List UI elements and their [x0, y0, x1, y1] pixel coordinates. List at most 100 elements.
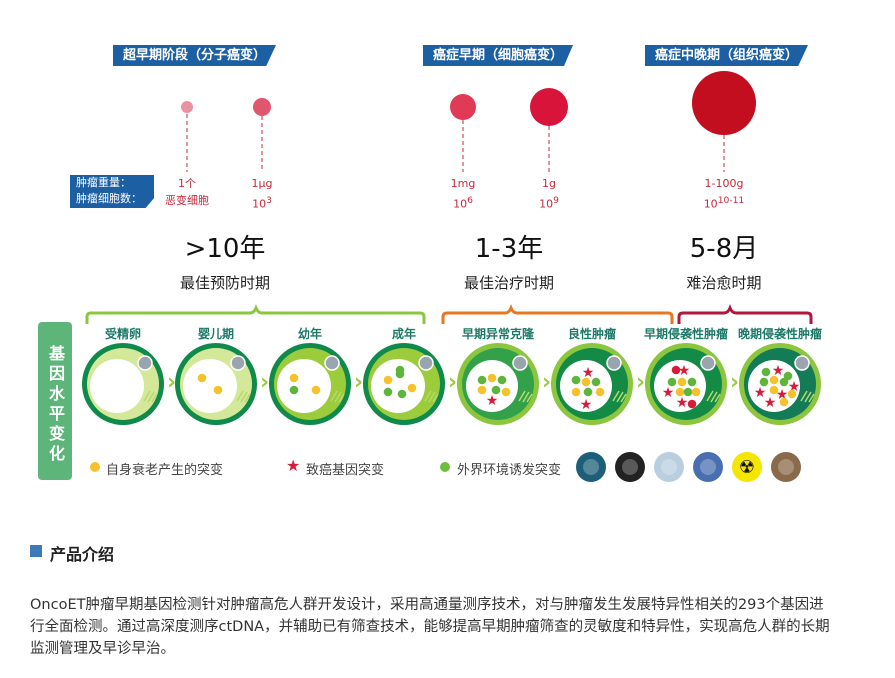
duration-early: >10年	[184, 234, 266, 264]
stage-badge-tissue: 癌症中晚期（组织癌变）	[645, 45, 809, 66]
stage-label: 早期侵袭性肿瘤	[643, 327, 728, 341]
oncogene-star: ★	[754, 385, 767, 401]
mutation-dot	[761, 367, 771, 377]
cell-diagram	[269, 343, 351, 425]
bracket-green	[85, 303, 426, 324]
nucleus	[794, 355, 810, 371]
virus-icon	[576, 452, 606, 482]
mutation-dot	[675, 387, 685, 397]
mutation-dot	[289, 385, 299, 395]
radiation-icon: ☢	[732, 452, 762, 482]
chevron-right-icon: ›	[636, 370, 646, 395]
mutation-dot	[311, 385, 321, 395]
nucleus	[606, 355, 622, 371]
mutation-dot	[383, 375, 393, 385]
section-marker	[30, 545, 42, 557]
stage-label: 成年	[391, 327, 416, 341]
tumor-dot-g	[530, 88, 568, 126]
chevron-right-icon: ›	[448, 370, 458, 395]
stage-label: 幼年	[297, 327, 322, 341]
mutation-dot	[583, 387, 593, 397]
mutation-dot	[487, 373, 497, 383]
stage-label: 受精卵	[104, 327, 141, 341]
mutation-dot	[477, 385, 487, 395]
mutation-dot	[491, 385, 501, 395]
stage-badge-molecular: 超早期阶段（分子癌变）	[113, 45, 277, 66]
cell-count-label: 肿瘤细胞数：	[76, 192, 142, 205]
mutation-dot	[683, 387, 693, 397]
nucleus	[512, 355, 528, 371]
stage-label: 早期异常克隆	[461, 327, 534, 341]
green-dot-icon	[440, 462, 450, 472]
mutation-dot	[595, 387, 605, 397]
mutation-dot	[289, 373, 299, 383]
tumor-dot-ug	[253, 98, 271, 116]
nucleus	[137, 355, 153, 371]
cell-diagram: ★★★★★	[739, 343, 821, 425]
mutation-dot	[383, 387, 393, 397]
bracket-red	[677, 303, 813, 324]
period-prevention: 最佳预防时期	[179, 274, 270, 292]
legend-oncogene: 致癌基因突变	[306, 463, 385, 478]
mutation-dot	[395, 365, 405, 375]
oncogene-star: ★	[580, 397, 593, 413]
chevron-right-icon: ›	[542, 370, 552, 395]
mutation-dot	[591, 377, 601, 387]
cigarette-icon	[615, 452, 645, 482]
chemical-lab-icon	[654, 452, 684, 482]
stage-label: 婴儿期	[197, 327, 234, 341]
cell-diagram: ★	[457, 343, 539, 425]
weight-label: 肿瘤重量：	[76, 176, 131, 189]
mutation-dot	[571, 387, 581, 397]
cell-diagram: ★★	[551, 343, 633, 425]
mutation-dot	[197, 373, 207, 383]
mutation-dot	[687, 399, 697, 409]
point-cell: 1个恶变细胞	[165, 177, 209, 207]
mutation-dot	[397, 389, 407, 399]
mutation-dot	[687, 377, 697, 387]
oncogene-star: ★	[772, 363, 785, 379]
mutation-dot	[759, 377, 769, 387]
yellow-dot-icon	[90, 462, 100, 472]
pollution-icon	[771, 452, 801, 482]
mutation-dot	[581, 377, 591, 387]
product-description: OncoET肿瘤早期基因检测针对肿瘤高危人群开发设计，采用高通量测序技术，对与肿…	[30, 597, 830, 657]
mutation-dot	[571, 375, 581, 385]
cell-diagram: ★★★	[645, 343, 727, 425]
mutation-dot	[677, 377, 687, 387]
mutation-dot	[769, 375, 779, 385]
period-hard: 难治愈时期	[686, 274, 762, 292]
cell-diagram	[175, 343, 257, 425]
stage-label: 良性肿瘤	[567, 327, 616, 341]
nucleus	[230, 355, 246, 371]
mutation-dot	[501, 387, 511, 397]
gene-level-label: 基因水平变化	[38, 322, 72, 480]
mutation-dot	[779, 397, 789, 407]
tumor-size-diagram	[85, 71, 813, 324]
cell-diagram	[363, 343, 445, 425]
stage-badge-cellular: 癌症早期（细胞癌变）	[423, 45, 574, 66]
chevron-right-icon: ›	[167, 370, 177, 395]
star-icon: ★	[286, 456, 301, 475]
pills-icon	[693, 452, 723, 482]
cell-diagram	[82, 343, 164, 425]
tumor-metric-label: 肿瘤重量： 肿瘤细胞数：	[70, 175, 154, 208]
mutation-dot	[671, 365, 681, 375]
stage-label: 晚期侵袭性肿瘤	[737, 327, 822, 341]
tumor-dot-100g	[692, 71, 756, 135]
nucleus	[418, 355, 434, 371]
mutation-dot	[407, 383, 417, 393]
mutation-dot	[477, 375, 487, 385]
duration-mid: 1-3年	[474, 234, 544, 264]
mutation-dot	[691, 387, 701, 397]
mutation-dot	[213, 385, 223, 395]
mutation-dot	[497, 375, 507, 385]
oncogene-star: ★	[486, 393, 499, 409]
nucleus	[324, 355, 340, 371]
oncogene-star: ★	[764, 395, 777, 411]
mutation-dot	[667, 377, 677, 387]
chevron-right-icon: ›	[354, 370, 364, 395]
